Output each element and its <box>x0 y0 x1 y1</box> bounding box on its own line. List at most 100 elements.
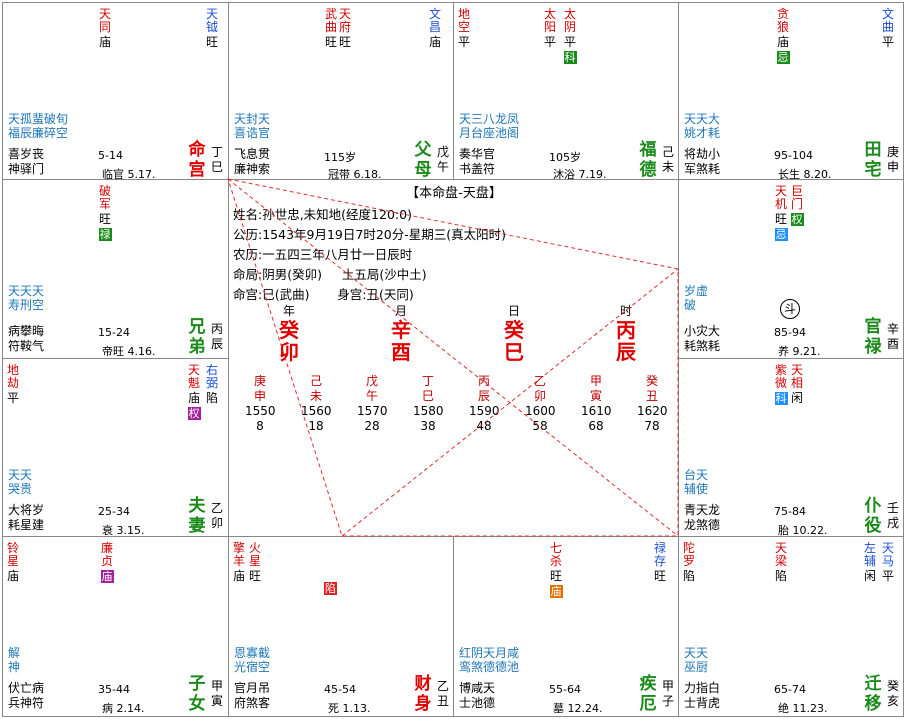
palace-name[interactable]: 子女 <box>188 674 206 714</box>
major-star: 地劫平 <box>6 363 19 405</box>
major-star: 天梁陷 <box>774 541 787 583</box>
shensha: 飞息贯廉神索 <box>234 147 271 176</box>
age-range: 55-64 <box>549 683 581 696</box>
minor-stars: 天寿天刑天空 <box>8 284 45 312</box>
minor-stars: 台辅天使 <box>684 468 709 496</box>
hua-badge: 科 <box>774 392 788 405</box>
changsheng: 临官 5.17. <box>102 168 156 181</box>
year-pillar: 年 癸 卯 <box>279 304 299 364</box>
shensha: 病攀晦符鞍气 <box>8 324 45 353</box>
palace-name[interactable]: 田宅 <box>864 140 882 180</box>
ganzhi: 戊午 <box>437 145 450 174</box>
changsheng: 墓 12.24. <box>553 702 603 715</box>
shensha: 伏亡病兵神符 <box>8 681 45 710</box>
major-star: 天魁庙权 <box>187 363 201 420</box>
hua-badge: 庙 <box>549 585 563 598</box>
major-star: 廉贞庙 <box>100 541 114 583</box>
ganzhi: 己未 <box>662 145 675 174</box>
chart-title: 【本命盘-天盘】 <box>406 186 502 201</box>
hua-badge: 科 <box>563 51 577 64</box>
gong-line: 命宫:巳(武曲) 身宫:丑(天同) <box>233 287 414 302</box>
major-star: 天府旺 <box>338 7 351 49</box>
shensha: 青天龙龙煞德 <box>684 503 721 532</box>
major-star: 紫微科 <box>774 363 788 405</box>
age-range: 65-74 <box>774 683 806 696</box>
shensha: 力指白士背虎 <box>684 681 721 710</box>
hua-badge: 权 <box>790 213 804 226</box>
major-star: 天同庙 <box>98 7 111 49</box>
age-range: 105岁 <box>549 151 581 164</box>
ganzhi: 丁巳 <box>211 145 224 174</box>
major-star: 天钺旺 <box>205 7 218 49</box>
age-range: 15-24 <box>98 326 130 339</box>
minor-stars: 解神 <box>8 646 21 674</box>
palace-name[interactable]: 迁移 <box>864 674 882 714</box>
major-star: 破军旺禄 <box>98 184 112 241</box>
hour-pillar: 时 丙 辰 <box>616 304 636 364</box>
major-star: 太阴平科 <box>563 7 577 64</box>
changsheng: 胎 10.22. <box>778 524 828 537</box>
changsheng: 病 2.14. <box>102 702 145 715</box>
ganzhi: 庚申 <box>887 145 900 174</box>
ganzhi: 辛酉 <box>887 322 900 351</box>
age-range: 95-104 <box>774 149 813 162</box>
palace-name[interactable]: 父母 <box>414 140 432 180</box>
palace-name[interactable]: 仆役 <box>864 496 882 536</box>
major-star: 太阳平 <box>543 7 556 49</box>
age-range: 5-14 <box>98 149 123 162</box>
minor-stars: 红鸾阴煞天德月德咸池 <box>459 646 520 674</box>
changsheng: 死 1.13. <box>328 702 371 715</box>
palace-name[interactable]: 命宫 <box>188 140 206 180</box>
major-star: 武曲旺 <box>324 7 337 49</box>
major-star: 天相闲 <box>790 363 803 405</box>
changsheng: 帝旺 4.16. <box>102 345 156 358</box>
major-star: 地空平 <box>457 7 470 49</box>
hua-badge: 庙 <box>100 570 114 583</box>
palace-name[interactable]: 夫妻 <box>188 496 206 536</box>
hua-badge: 禄 <box>98 228 112 241</box>
major-star: 左辅闲 <box>863 541 876 583</box>
minor-stars: 天哭天贵 <box>8 468 33 496</box>
shensha: 喜岁丧神驿门 <box>8 147 45 176</box>
minor-stars: 天福孤辰蜚廉破碎旬空 <box>8 112 69 140</box>
palace-name[interactable]: 财身 <box>414 674 432 714</box>
shensha: 大将岁耗星建 <box>8 503 45 532</box>
palace-name[interactable]: 疾厄 <box>639 674 657 714</box>
hua-badge: 忌 <box>774 228 788 241</box>
age-range: 25-34 <box>98 505 130 518</box>
shensha: 奏华官书盖符 <box>459 147 496 176</box>
palace-name[interactable]: 福德 <box>639 140 657 180</box>
ganzhi: 乙卯 <box>211 501 224 530</box>
shensha: 博咸天士池德 <box>459 681 496 710</box>
palace-si-content: 天同庙 天钺旺天福孤辰蜚廉破碎旬空喜岁丧神驿门 5-14 临官 5.17. 命宫丁巳 <box>2 2 227 182</box>
major-star: 文昌庙 <box>428 7 441 49</box>
minor-stars: 天巫天厨 <box>684 646 709 674</box>
major-star: 天马平 <box>881 541 894 583</box>
major-star: 铃星庙 <box>6 541 19 583</box>
ganzhi: 癸亥 <box>887 679 900 708</box>
palace-name[interactable]: 官禄 <box>864 317 882 357</box>
age-range: 75-84 <box>774 505 806 518</box>
palace-name[interactable]: 兄弟 <box>188 317 206 357</box>
major-star: 右弼陷 <box>205 363 218 405</box>
month-pillar: 月 辛 酉 <box>391 304 411 364</box>
ganzhi: 乙丑 <box>437 679 450 708</box>
ganzhi: 甲子 <box>662 679 675 708</box>
